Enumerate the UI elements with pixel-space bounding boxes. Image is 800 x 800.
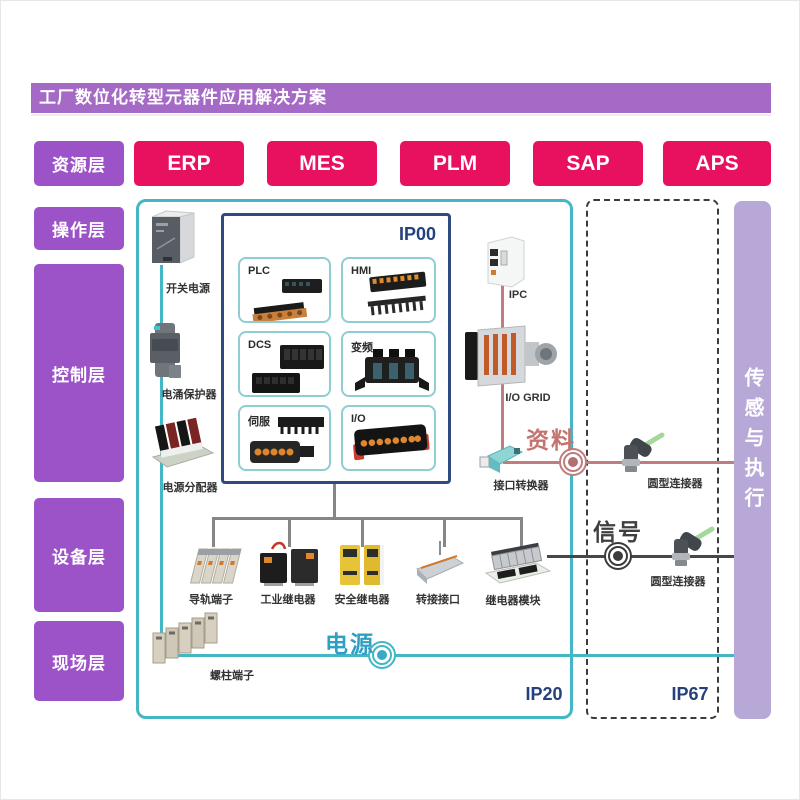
bus-line-main-drop [333, 484, 336, 520]
plc-connector-image [252, 279, 322, 321]
ip67-zone [586, 199, 719, 719]
module-hmi: HMI [341, 257, 436, 323]
module-servo-label: 伺服 [248, 416, 270, 428]
data-line-horizontal [503, 461, 734, 464]
relay-module-image [484, 542, 552, 584]
layer-field: 现场层 [34, 621, 124, 701]
data-junction-icon [559, 448, 587, 476]
ip20-label: IP20 [525, 684, 563, 704]
circular-connector-top-image [622, 432, 665, 472]
vfd-connector-image [355, 349, 429, 391]
power-distributor-label: 电源分配器 [162, 482, 218, 494]
bus-drop-1 [212, 519, 215, 547]
layer-device: 设备层 [34, 498, 124, 612]
module-io: I/O [341, 405, 436, 471]
system-erp: ERP [134, 141, 244, 186]
bus-drop-5 [520, 519, 523, 547]
module-dcs-label: DCS [248, 339, 272, 351]
module-servo: 伺服 [238, 405, 331, 471]
module-plc-label: PLC [248, 265, 270, 277]
system-aps: APS [663, 141, 771, 186]
safety-relay-label: 安全继电器 [334, 594, 390, 606]
ip67-label: IP67 [671, 684, 709, 704]
bus-drop-4 [443, 519, 446, 547]
io-grid-label: I/O GRID [505, 392, 551, 404]
adapter-interface-image [416, 541, 465, 584]
stud-terminal-image [152, 612, 218, 664]
rail-terminal-label: 导轨端子 [189, 594, 233, 606]
sensor-actuator-bar: 传感与执行 [734, 201, 771, 719]
power-line-horizontal [160, 654, 734, 657]
relay-module-label: 继电器模块 [485, 595, 541, 607]
interface-converter-image [479, 445, 524, 473]
signal-line-horizontal [547, 555, 734, 558]
power-distributor-image [151, 417, 215, 468]
system-mes: MES [267, 141, 377, 186]
signal-junction-icon [604, 542, 632, 570]
layer-control: 控制层 [34, 264, 124, 482]
hmi-connector-image [367, 271, 427, 316]
layer-operation: 操作层 [34, 207, 124, 250]
bus-line-horizontal [212, 517, 523, 520]
module-vfd: 变频 [341, 331, 436, 397]
safety-relay-image [340, 545, 384, 585]
industrial-relay-label: 工业继电器 [260, 594, 316, 606]
module-hmi-label: HMI [351, 265, 372, 277]
data-flow-label: 资料 [526, 427, 576, 453]
interface-converter-label: 接口转换器 [493, 480, 549, 492]
servo-connector-image [250, 417, 324, 463]
stud-terminal-label: 螺柱端子 [210, 670, 254, 682]
ipc-label: IPC [508, 289, 528, 301]
title-underline [31, 114, 771, 116]
bus-drop-2 [288, 519, 291, 547]
switch-power-label: 开关电源 [166, 283, 210, 295]
system-plm: PLM [400, 141, 510, 186]
page-title: 工厂数位化转型元器件应用解决方案 [31, 83, 771, 113]
sensor-actuator-label: 传感与执行 [741, 367, 763, 517]
module-plc: PLC [238, 257, 331, 323]
layer-resource: 资源层 [34, 141, 124, 186]
ip00-label: IP00 [398, 224, 436, 244]
module-io-label: I/O [351, 413, 366, 425]
switch-power-image [151, 210, 195, 264]
circular-connector-bottom-image [672, 526, 715, 566]
module-dcs: DCS [238, 331, 331, 397]
surge-protector-image [150, 323, 181, 378]
bus-drop-3 [361, 519, 364, 547]
rail-terminal-image [189, 548, 242, 584]
power-junction-icon [368, 641, 396, 669]
system-sap: SAP [533, 141, 643, 186]
circular-connector-bottom-label: 圆型连接器 [650, 576, 706, 588]
industrial-relay-image [260, 541, 318, 586]
signal-flow-label: 信号 [593, 519, 643, 545]
ipc-image [487, 236, 525, 288]
io-grid-image [465, 325, 557, 387]
adapter-interface-label: 转接接口 [416, 594, 460, 606]
power-flow-label: 电源 [325, 631, 375, 657]
module-vfd-label: 变频 [351, 342, 373, 354]
surge-protector-label: 电涌保护器 [161, 389, 217, 401]
dcs-connector-image [252, 345, 324, 393]
circular-connector-top-label: 圆型连接器 [647, 478, 703, 490]
io-connector-image [353, 424, 430, 461]
